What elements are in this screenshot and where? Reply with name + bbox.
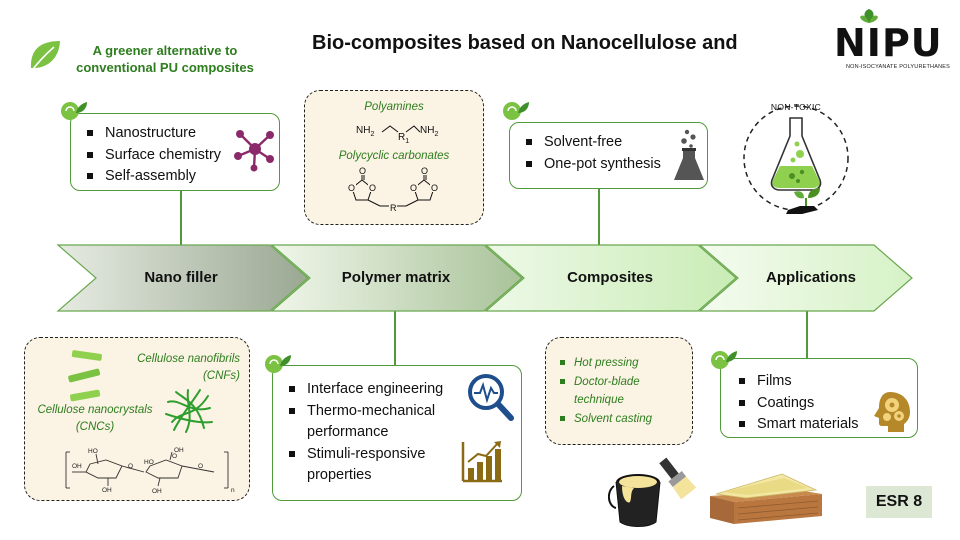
connector-applications: [806, 310, 808, 358]
list-item: Nanostructure: [83, 123, 279, 145]
page-title: Bio-composites based on Nanocellulose an…: [312, 32, 738, 54]
methods-box: Hot pressing Doctor-blade technique Solv…: [545, 337, 693, 445]
leaf-logo-icon: [26, 38, 64, 76]
non-toxic-badge: NON-TOXIC: [740, 96, 850, 222]
composites-box: Solvent-free One-pot synthesis: [509, 122, 708, 189]
carbonates-label: Polycyclic carbonates: [338, 150, 450, 162]
paint-bucket-brush-icon: [608, 457, 697, 527]
connector-composites: [598, 189, 600, 245]
carbonate-r: R: [390, 203, 397, 213]
svg-text:O: O: [128, 463, 133, 470]
svg-text:n: n: [231, 487, 235, 494]
stage-label-polymer-matrix: Polymer matrix: [341, 269, 451, 286]
list-item: Interface engineering: [285, 379, 461, 401]
cnf-label: Cellulose nanofibrils (CNFs): [137, 353, 240, 382]
polyamines-label: Polyamines: [364, 101, 424, 113]
list-item: Solvent-free: [522, 132, 707, 154]
list-item: Surface chemistry: [83, 145, 279, 167]
tagline: A greener alternative to conventional PU…: [76, 43, 254, 75]
coated-wood-icon: [710, 473, 822, 524]
list-item: Solvent casting: [556, 410, 686, 429]
stage-label-composites: Composites: [567, 269, 653, 286]
amine-left: NH: [356, 125, 371, 136]
stage-label-applications: Applications: [765, 269, 856, 286]
list-item: Doctor-blade technique: [556, 373, 686, 410]
stage-arrow-applications: [698, 244, 913, 312]
nipu-leaf-icon: [860, 9, 878, 23]
cellulose-structure: HO OH O HO OH O OH OH O n: [65, 447, 235, 495]
recycle-leaf-icon: [265, 355, 291, 373]
cnc-label: Cellulose nanocrystals (CNCs): [37, 404, 153, 433]
non-toxic-label: NON-TOXIC: [770, 102, 822, 112]
ring-oxygen-4: O: [421, 166, 428, 176]
list-item: One-pot synthesis: [522, 154, 707, 176]
beaker-icon: [674, 129, 704, 180]
svg-text:OH: OH: [102, 487, 112, 494]
svg-text:O: O: [172, 453, 177, 460]
cnf-network-icon: [165, 389, 213, 433]
list-item: Stimuli-responsive properties: [285, 444, 461, 487]
svg-text:O: O: [198, 463, 203, 470]
ring-oxygen-2: O: [348, 183, 355, 193]
bar-chart-icon: [461, 441, 502, 483]
svg-text:OH: OH: [174, 447, 184, 454]
stage-arrow-composites: [484, 244, 737, 312]
stage-label-nano-filler: Nano filler: [144, 269, 218, 286]
magnifier-analysis-icon: [468, 374, 514, 421]
amine-right: NH: [420, 125, 435, 136]
cnc-rods-icon: [68, 350, 103, 402]
recycle-leaf-icon: [503, 102, 529, 120]
esr-badge: ESR 8: [866, 486, 932, 518]
svg-text:OH: OH: [152, 488, 162, 495]
green-flask-icon: [770, 117, 822, 214]
svg-text:HO: HO: [144, 459, 154, 466]
list-item: Self-assembly: [83, 166, 279, 188]
nipu-logo: NIPU NON-ISOCYANATE POLYURETHANES: [834, 9, 950, 72]
ring-oxygen-6: O: [431, 183, 438, 193]
svg-text:HO: HO: [88, 448, 98, 455]
recycle-leaf-icon: [61, 102, 87, 120]
list-item: Smart materials: [735, 414, 917, 436]
connector-nano-filler: [180, 190, 182, 245]
ring-oxygen-1: O: [359, 166, 366, 176]
stage-arrow-polymer-matrix: [270, 244, 523, 312]
amine-r: R: [398, 132, 406, 143]
connector-polymer-matrix: [394, 310, 396, 365]
svg-text:OH: OH: [72, 463, 82, 470]
smart-head-gears-icon: [874, 392, 910, 432]
recycle-leaf-icon: [711, 351, 737, 369]
nipu-logo-text: NIPU: [834, 21, 943, 65]
ring-oxygen-3: O: [369, 183, 376, 193]
nipu-logo-subtitle: NON-ISOCYANATE POLYURETHANES: [846, 64, 951, 70]
cellulose-box: [24, 337, 250, 501]
molecule-icon: [234, 130, 274, 172]
ring-oxygen-5: O: [410, 183, 417, 193]
list-item: Thermo-mechanical performance: [285, 401, 461, 444]
list-item: Films: [735, 371, 917, 393]
list-item: Hot pressing: [556, 354, 686, 373]
carbonate-structure: O O O R O O O: [347, 166, 439, 213]
stage-arrow-nano-filler: [56, 244, 309, 312]
polyamine-structure: NH2 R1 NH2: [356, 125, 439, 145]
list-item: Coatings: [735, 393, 917, 415]
